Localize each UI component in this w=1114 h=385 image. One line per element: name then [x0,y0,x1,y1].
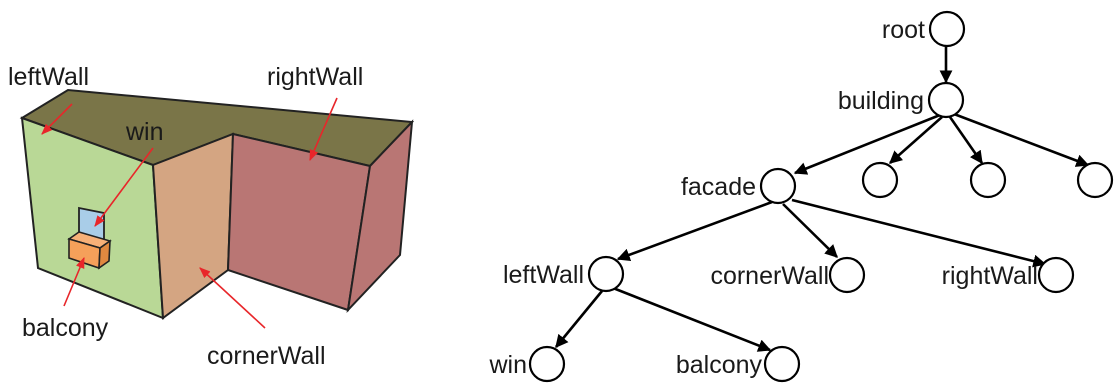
model-label-balcony: balcony [22,314,109,342]
hierarchy-tree: root building facade leftWall cornerWall… [488,10,1114,383]
tree-label-facade: facade [681,173,756,201]
balcony-side [98,239,111,270]
node-right-wall [1037,256,1075,294]
edge-building-facade [793,113,941,175]
model-label-right-wall: rightWall [267,63,363,91]
balcony-pointer [63,256,85,307]
edge-left-wall-balcony [612,286,772,352]
node-child-4 [1076,161,1114,199]
node-corner-wall [828,256,866,294]
tree-label-win: win [488,351,527,379]
tree-label-right-wall: rightWall [942,262,1038,290]
tree-label-root: root [882,16,925,44]
edge-building-child-2 [889,116,943,164]
corner-wall-pointer [199,267,266,329]
node-left-wall [587,255,625,293]
node-win [528,345,566,383]
node-facade [759,167,797,205]
model-label-left-wall: leftWall [8,63,89,91]
edge-left-wall-win [554,290,604,349]
tree-label-corner-wall: cornerWall [710,262,829,290]
edge-building-child-4 [953,112,1090,167]
right-wall-face [226,132,372,312]
edge-building-child-3 [948,116,984,165]
tree-label-left-wall: leftWall [503,261,584,289]
tree-label-building: building [838,87,924,115]
edge-facade-right-wall [791,198,1047,268]
tree-label-balcony: balcony [676,351,763,379]
node-child-2 [861,161,899,199]
left-wall-pointer [41,103,73,135]
win-pointer [94,147,154,227]
model-label-corner-wall: cornerWall [207,342,326,370]
model-label-win: win [125,118,164,146]
node-balcony [763,345,801,383]
right-wall-pointer [309,97,338,162]
node-child-3 [969,161,1007,199]
node-root [928,10,966,48]
edge-facade-corner-wall [782,203,838,258]
node-building [927,81,965,119]
right-wall-side-face [346,119,414,314]
building-model: leftWall rightWall win balcony cornerWal… [8,63,415,370]
edge-facade-left-wall [616,200,773,262]
corner-wall-face [151,132,235,320]
